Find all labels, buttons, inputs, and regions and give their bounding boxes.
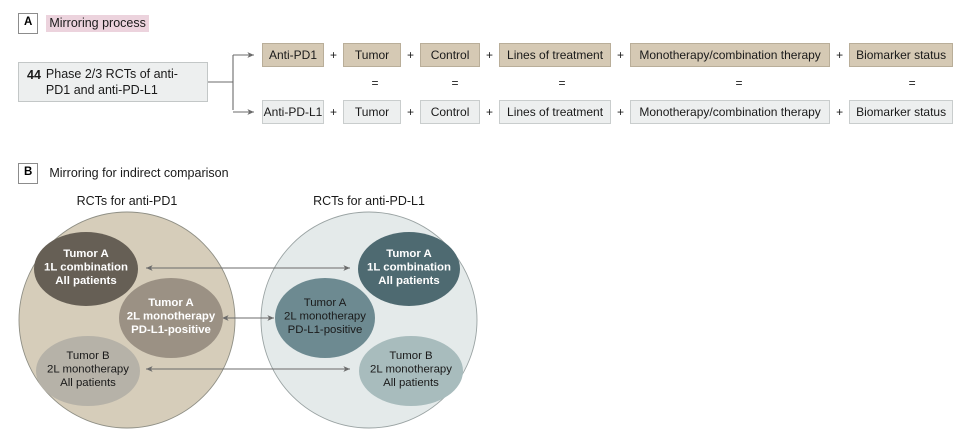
bubble-label-line: Tumor A [304, 297, 347, 309]
equals-sign: = [558, 76, 566, 90]
panel-a-letter: A [18, 13, 39, 34]
plus-sign: + [617, 105, 625, 119]
panel-a-title: Mirroring process [46, 14, 149, 32]
chain-box: Monotherapy/combination therapy [630, 100, 831, 124]
chain-box: Biomarker status [849, 43, 954, 67]
panel-b: B Mirroring for indirect comparison RCTs… [0, 150, 964, 440]
left-group-title: RCTs for anti-PD1 [76, 194, 178, 208]
plus-sign: + [486, 48, 494, 62]
chain-box: Control [420, 43, 481, 67]
bubble-label-line: All patients [383, 377, 439, 389]
equals-sign: = [371, 76, 379, 90]
source-study-count: 44 [27, 68, 41, 82]
panel-b-header: B Mirroring for indirect comparison [18, 163, 232, 184]
bubble-label-line: All patients [55, 275, 116, 287]
plus-sign: + [836, 105, 844, 119]
bubble-shape [359, 336, 463, 406]
bubble-label-line: PD-L1-positive [288, 324, 363, 336]
panel-b-letter: B [18, 163, 39, 184]
bubble-label-line: Tumor A [63, 248, 109, 260]
bubble-label-line: Tumor A [148, 297, 194, 309]
bubble-label-line: 1L combination [44, 262, 128, 274]
bubble-label-line: 2L monotherapy [127, 311, 216, 323]
bubble-shape [119, 278, 223, 358]
chain-box: Biomarker status [849, 100, 954, 124]
bubble-label-line: Tumor B [66, 350, 109, 362]
bubble-shape [36, 336, 140, 406]
bubble-shape [358, 232, 460, 306]
plus-sign: + [617, 48, 625, 62]
anti-pd1-chain: Anti-PD1 + Tumor + Control + Lines of treatmen… [262, 43, 954, 67]
chain-box: Lines of treatment [499, 100, 612, 124]
plus-sign: + [330, 105, 338, 119]
bubble-label-line: 2L monotherapy [284, 311, 366, 323]
bubble-shape [275, 278, 375, 358]
panel-a-header: A Mirroring process [18, 13, 149, 34]
equals-sign: = [451, 76, 459, 90]
plus-sign: + [407, 48, 415, 62]
equals-sign: = [735, 76, 743, 90]
plus-sign: + [836, 48, 844, 62]
plus-sign: + [330, 48, 338, 62]
chain-box: Tumor [343, 100, 402, 124]
bubble-label-line: All patients [378, 275, 439, 287]
bubble-label-line: PD-L1-positive [131, 324, 211, 336]
anti-pdl1-chain: Anti-PD-L1 + Tumor + Control + Lines of treatm… [262, 100, 954, 124]
equals-row: +=+=+=+=+= [262, 70, 964, 96]
plus-sign: + [407, 105, 415, 119]
bubble-label-line: 1L combination [367, 262, 451, 274]
right-group-title: RCTs for anti-PD-L1 [313, 194, 425, 208]
chain-box: Monotherapy/combination therapy [630, 43, 831, 67]
chain-box: Anti-PD-L1 [262, 100, 324, 124]
bubble-label-line: Tumor B [389, 350, 432, 362]
source-study-text: Phase 2/3 RCTs of anti-PD1 and anti-PD-L… [45, 67, 178, 97]
branch-connector [208, 52, 254, 115]
mirror-arrows [146, 265, 350, 372]
chain-box: Lines of treatment [499, 43, 612, 67]
chain-box: Anti-PD1 [262, 43, 324, 67]
bubble-shape [34, 232, 138, 306]
source-study-box: 44 Phase 2/3 RCTs of anti-PD1 and anti-P… [18, 62, 208, 102]
bubble-label-line: 2L monotherapy [370, 364, 452, 376]
panel-b-title: Mirroring for indirect comparison [49, 165, 229, 180]
chain-box: Tumor [343, 43, 402, 67]
chain-box: Control [420, 100, 481, 124]
bubble-label-line: All patients [60, 377, 116, 389]
bubble-label-line: 2L monotherapy [47, 364, 129, 376]
bubble-label-line: Tumor A [386, 248, 432, 260]
panel-a: A Mirroring process 44 Phase 2/3 RCTs of… [0, 0, 964, 150]
equals-sign: = [908, 76, 916, 90]
plus-sign: + [486, 105, 494, 119]
